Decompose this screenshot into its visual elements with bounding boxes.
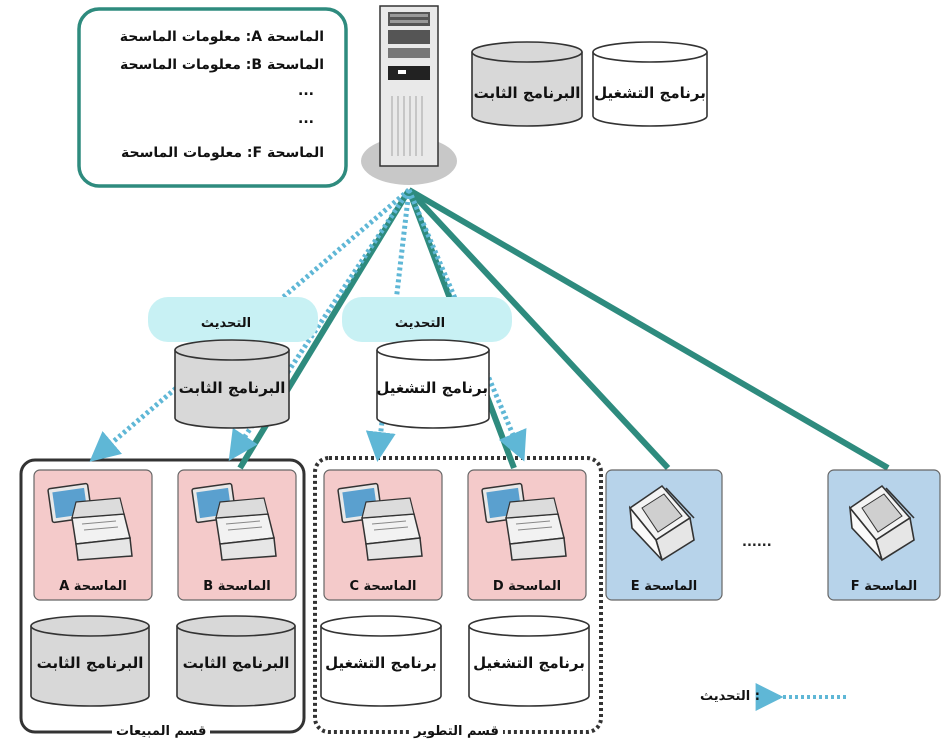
info-line-f: الماسحة F: معلومات الماسحة: [121, 145, 324, 161]
scanner-a-firmware-storage-icon: [30, 615, 150, 707]
scanner-card-a: [33, 469, 153, 601]
scanner-c-os-storage-icon: [320, 615, 442, 707]
info-line-b: الماسحة B: معلومات الماسحة: [119, 57, 324, 73]
scanner-label-e: الماسحة E: [630, 579, 698, 594]
dev-group-label: قسم التطوير: [410, 725, 503, 738]
scanner-d-os-storage-icon: [468, 615, 590, 707]
legend-label: : التحديث: [700, 689, 760, 704]
update-label-os: التحديث: [394, 316, 446, 331]
storage-label-a: البرنامج الثابت: [36, 654, 144, 672]
mid-os-storage-icon: [376, 339, 490, 429]
scanner-card-b: [177, 469, 297, 601]
scanner-card-d: [467, 469, 587, 601]
mid-firmware-storage-icon: [174, 339, 290, 429]
storage-cylinders: [30, 41, 708, 707]
server-os-label: برنامج التشغيل: [594, 84, 706, 102]
info-box-text: الماسحة A: معلومات الماسحة الماسحة B: مع…: [90, 22, 324, 172]
info-line-ellipsis-1: ...: [298, 83, 314, 99]
storage-label-d: برنامج التشغيل: [473, 654, 585, 672]
link-to-scanner-f: [407, 187, 890, 471]
server-firmware-storage-icon: [471, 41, 583, 127]
update-bubble-firmware: [148, 297, 318, 342]
server-firmware-label: البرنامج الثابت: [473, 84, 581, 102]
update-bubbles: [148, 297, 512, 342]
scanner-label-b: الماسحة B: [203, 579, 271, 594]
info-line-ellipsis-2: ...: [298, 111, 314, 127]
scanner-label-d: الماسحة D: [492, 579, 562, 594]
scanner-card-f: [827, 469, 941, 601]
update-bubble-os: [342, 297, 512, 342]
server-icon: [361, 5, 457, 185]
more-scanners-ellipsis: ......: [742, 535, 772, 550]
update-label-firmware: التحديث: [200, 316, 252, 331]
storage-label-c: برنامج التشغيل: [325, 654, 437, 672]
dev-group-frame: [313, 456, 603, 734]
mid-firmware-label: البرنامج الثابت: [178, 379, 286, 397]
scanner-card-e: [605, 469, 723, 601]
scanner-label-f: الماسحة F: [850, 579, 918, 594]
scanner-label-c: الماسحة C: [349, 579, 417, 594]
storage-label-b: البرنامج الثابت: [182, 654, 290, 672]
info-line-a: الماسحة A: معلومات الماسحة: [119, 29, 324, 45]
scanner-label-a: الماسحة A: [59, 579, 127, 594]
mid-os-label: برنامج التشغيل: [376, 379, 488, 397]
link-to-scanner-e: [406, 187, 671, 471]
info-box-frame: [77, 7, 348, 188]
scanner-card-c: [323, 469, 443, 601]
scanner-b-firmware-storage-icon: [176, 615, 296, 707]
scanner-cards: [33, 469, 941, 601]
server-os-storage-icon: [592, 41, 708, 127]
sales-group-label: قسم المبيعات: [112, 725, 211, 738]
